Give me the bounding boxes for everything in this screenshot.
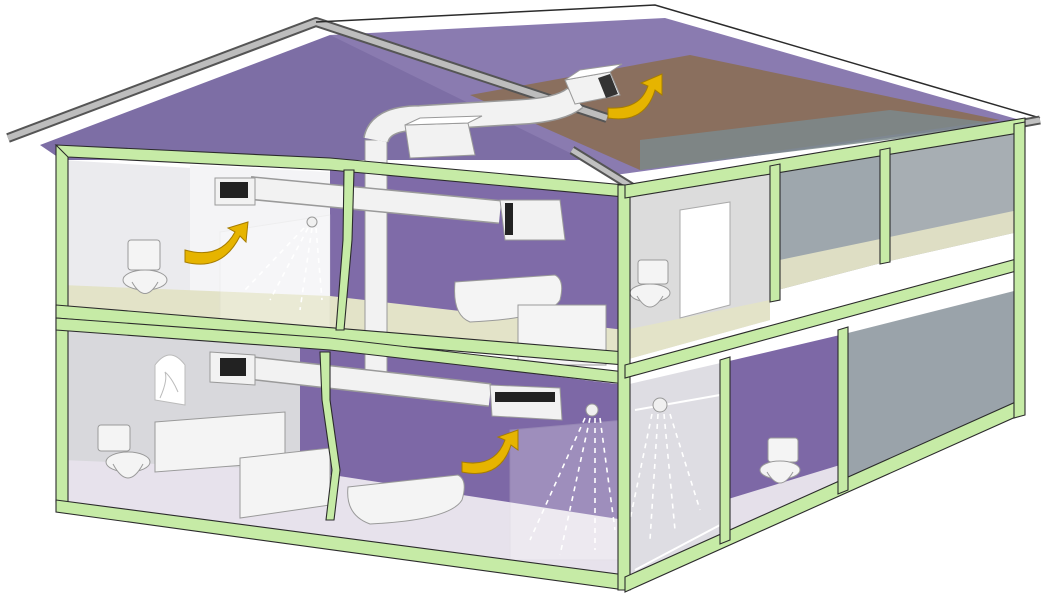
window-icon <box>155 355 185 405</box>
toilet-icon <box>123 240 167 294</box>
exhaust-fan-icon <box>215 178 255 205</box>
exhaust-fan-icon <box>500 200 565 240</box>
hallway-door <box>680 202 730 318</box>
exhaust-fan-icon <box>490 385 562 420</box>
inline-fan-box <box>405 123 475 158</box>
exhaust-fan-icon <box>210 352 255 385</box>
